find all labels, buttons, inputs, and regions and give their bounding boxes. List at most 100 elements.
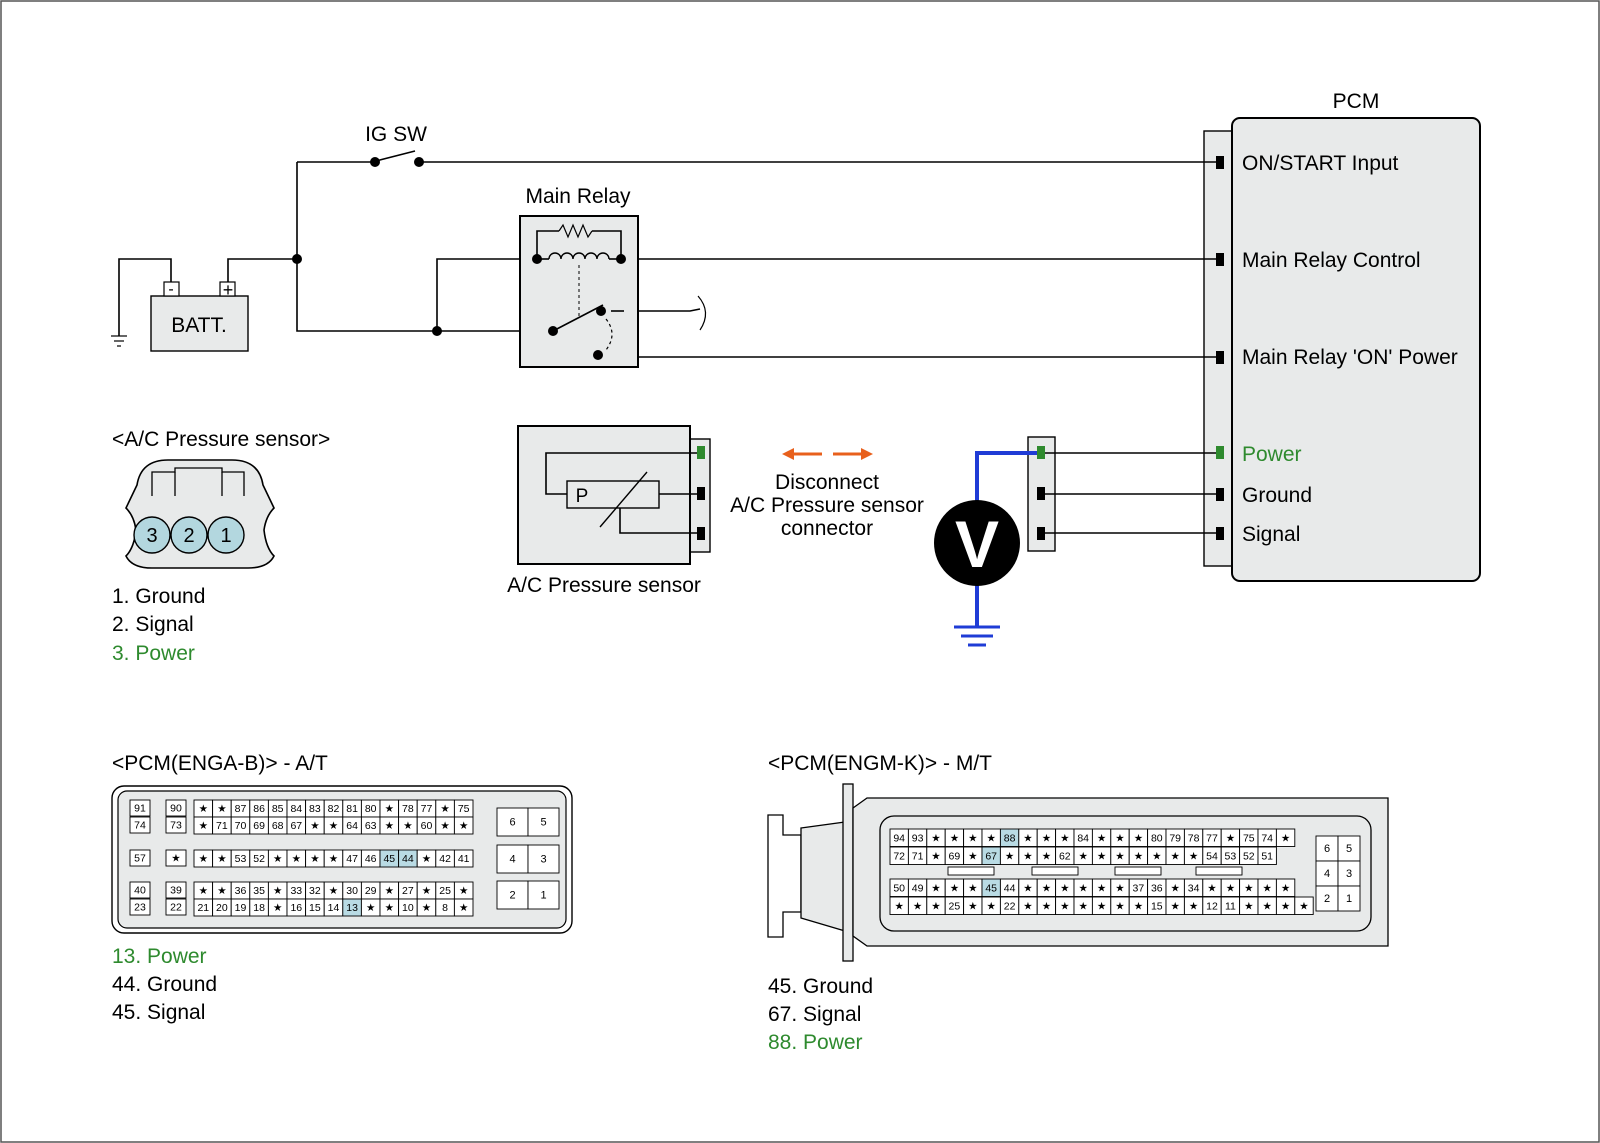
mt-pin-53: 53 [1225,850,1237,862]
pcm-title: PCM [1333,90,1380,113]
sensor-pin-1-label: 1 [220,525,231,547]
at-pin-16: 16 [290,902,302,914]
at-pin-22-cell [165,898,187,916]
at-pin-69: 69 [253,820,265,832]
mt-pin-37: 37 [1133,882,1145,894]
at-pin-14: 14 [328,902,340,914]
at-pin-70: 70 [235,820,247,832]
mt-pin-star: ★ [1281,832,1290,844]
at-pin-74: 74 [134,820,146,832]
mt-pin-star: ★ [1042,900,1051,912]
mt-pin-star: ★ [1115,882,1124,894]
mt-pin-25: 25 [949,900,961,912]
mt-pin-star: ★ [1226,882,1235,894]
mt-pin-star: ★ [1207,882,1216,894]
battery-neg-label: - [168,281,173,298]
at-pin-74-cell [129,816,151,834]
mt-pin-star: ★ [1023,900,1032,912]
mt-pin-star: ★ [1226,832,1235,844]
mt-pin-star: ★ [1097,832,1106,844]
mt-pin-star: ★ [1023,882,1032,894]
instruction-line-3: connector [781,517,873,540]
mt-pin-78: 78 [1188,832,1200,844]
at-pin-6-cell [496,807,529,837]
connector-mt-pin-list-1: 45. Ground [768,975,873,998]
at-pin-2: 2 [509,890,515,902]
mt-pin-star: ★ [1078,900,1087,912]
mt-pin-star: ★ [950,832,959,844]
at-pin-star: ★ [459,820,468,832]
at-pin-20: 20 [216,902,228,914]
at-pin-star: ★ [422,885,431,897]
mt-pin-star: ★ [950,882,959,894]
at-pin-85: 85 [272,803,284,815]
mt-pin-star: ★ [1097,850,1106,862]
mt-pin-star: ★ [1170,900,1179,912]
mt-pin-star: ★ [931,850,940,862]
mt-pin-5: 5 [1346,843,1352,855]
at-pin-star: ★ [440,820,449,832]
mt-pin-star: ★ [931,882,940,894]
mt-pin-94: 94 [893,832,905,844]
connector-mt-pin-list-2: 67. Signal [768,1003,861,1026]
mt-pin-67: 67 [985,850,997,862]
mt-pin-star: ★ [931,900,940,912]
mt-pin-star: ★ [1281,882,1290,894]
mt-pin-star: ★ [1042,882,1051,894]
mt-pin-star: ★ [1134,900,1143,912]
mt-pin-star-cell [1294,896,1314,915]
at-pin-46: 46 [365,853,377,865]
pcm-module: PCM ON/START Input Main Relay Control Ma… [1203,90,1481,582]
at-pin-41: 41 [458,853,470,865]
at-pin-star: ★ [217,885,226,897]
at-pin-star: ★ [366,902,375,914]
mt-pin-star: ★ [1060,882,1069,894]
at-pin-52: 52 [253,853,265,865]
at-pin-star: ★ [217,803,226,815]
at-pin-60: 60 [421,820,433,832]
at-pin-86: 86 [253,803,265,815]
at-pin-30: 30 [346,885,358,897]
mt-pin-star: ★ [1262,900,1271,912]
at-pin-star: ★ [329,853,338,865]
mt-pin-star: ★ [913,900,922,912]
sensor-pin-list-1: 1. Ground [112,585,205,608]
at-pin-32: 32 [309,885,321,897]
at-pin-40: 40 [134,885,146,897]
disconnect-arrows [782,448,873,460]
sensor-pin-3 [133,516,171,554]
at-pin-star: ★ [217,853,226,865]
mt-pin-62: 62 [1059,850,1071,862]
mt-pin-star: ★ [1170,850,1179,862]
at-pin-21: 21 [197,902,209,914]
sensor-symbol-label: P [576,486,589,507]
at-pin-27: 27 [402,885,414,897]
at-pin-star: ★ [329,885,338,897]
pcm-pin-power [1216,446,1224,459]
ground-symbol-battery [111,258,172,347]
at-pin-47: 47 [346,853,358,865]
battery: - + BATT. [150,280,249,352]
sensor-pin-2 [170,516,208,554]
mt-pin-star: ★ [1134,832,1143,844]
voltmeter-symbol: V [955,507,999,581]
sensor-pin-2-label: 2 [183,525,194,547]
mt-pin-1-cell [1337,885,1361,912]
mt-key-3 [1114,866,1162,876]
mt-pin-49: 49 [912,882,924,894]
pcm-terminal-on-start: ON/START Input [1242,152,1399,175]
at-pin-91: 91 [134,803,146,815]
at-pin-78: 78 [402,803,414,815]
battery-label: BATT. [171,314,227,337]
ig-switch: IG SW [365,123,427,167]
at-pin-67: 67 [290,820,302,832]
mt-pin-80: 80 [1151,832,1163,844]
at-pin-39: 39 [170,885,182,897]
mt-pin-51-cell [1257,846,1277,865]
at-pin-91-cell [129,799,151,817]
at-pin-star: ★ [273,902,282,914]
at-pin-4-cell [496,844,529,874]
pcm-terminal-power: Power [1242,443,1302,466]
